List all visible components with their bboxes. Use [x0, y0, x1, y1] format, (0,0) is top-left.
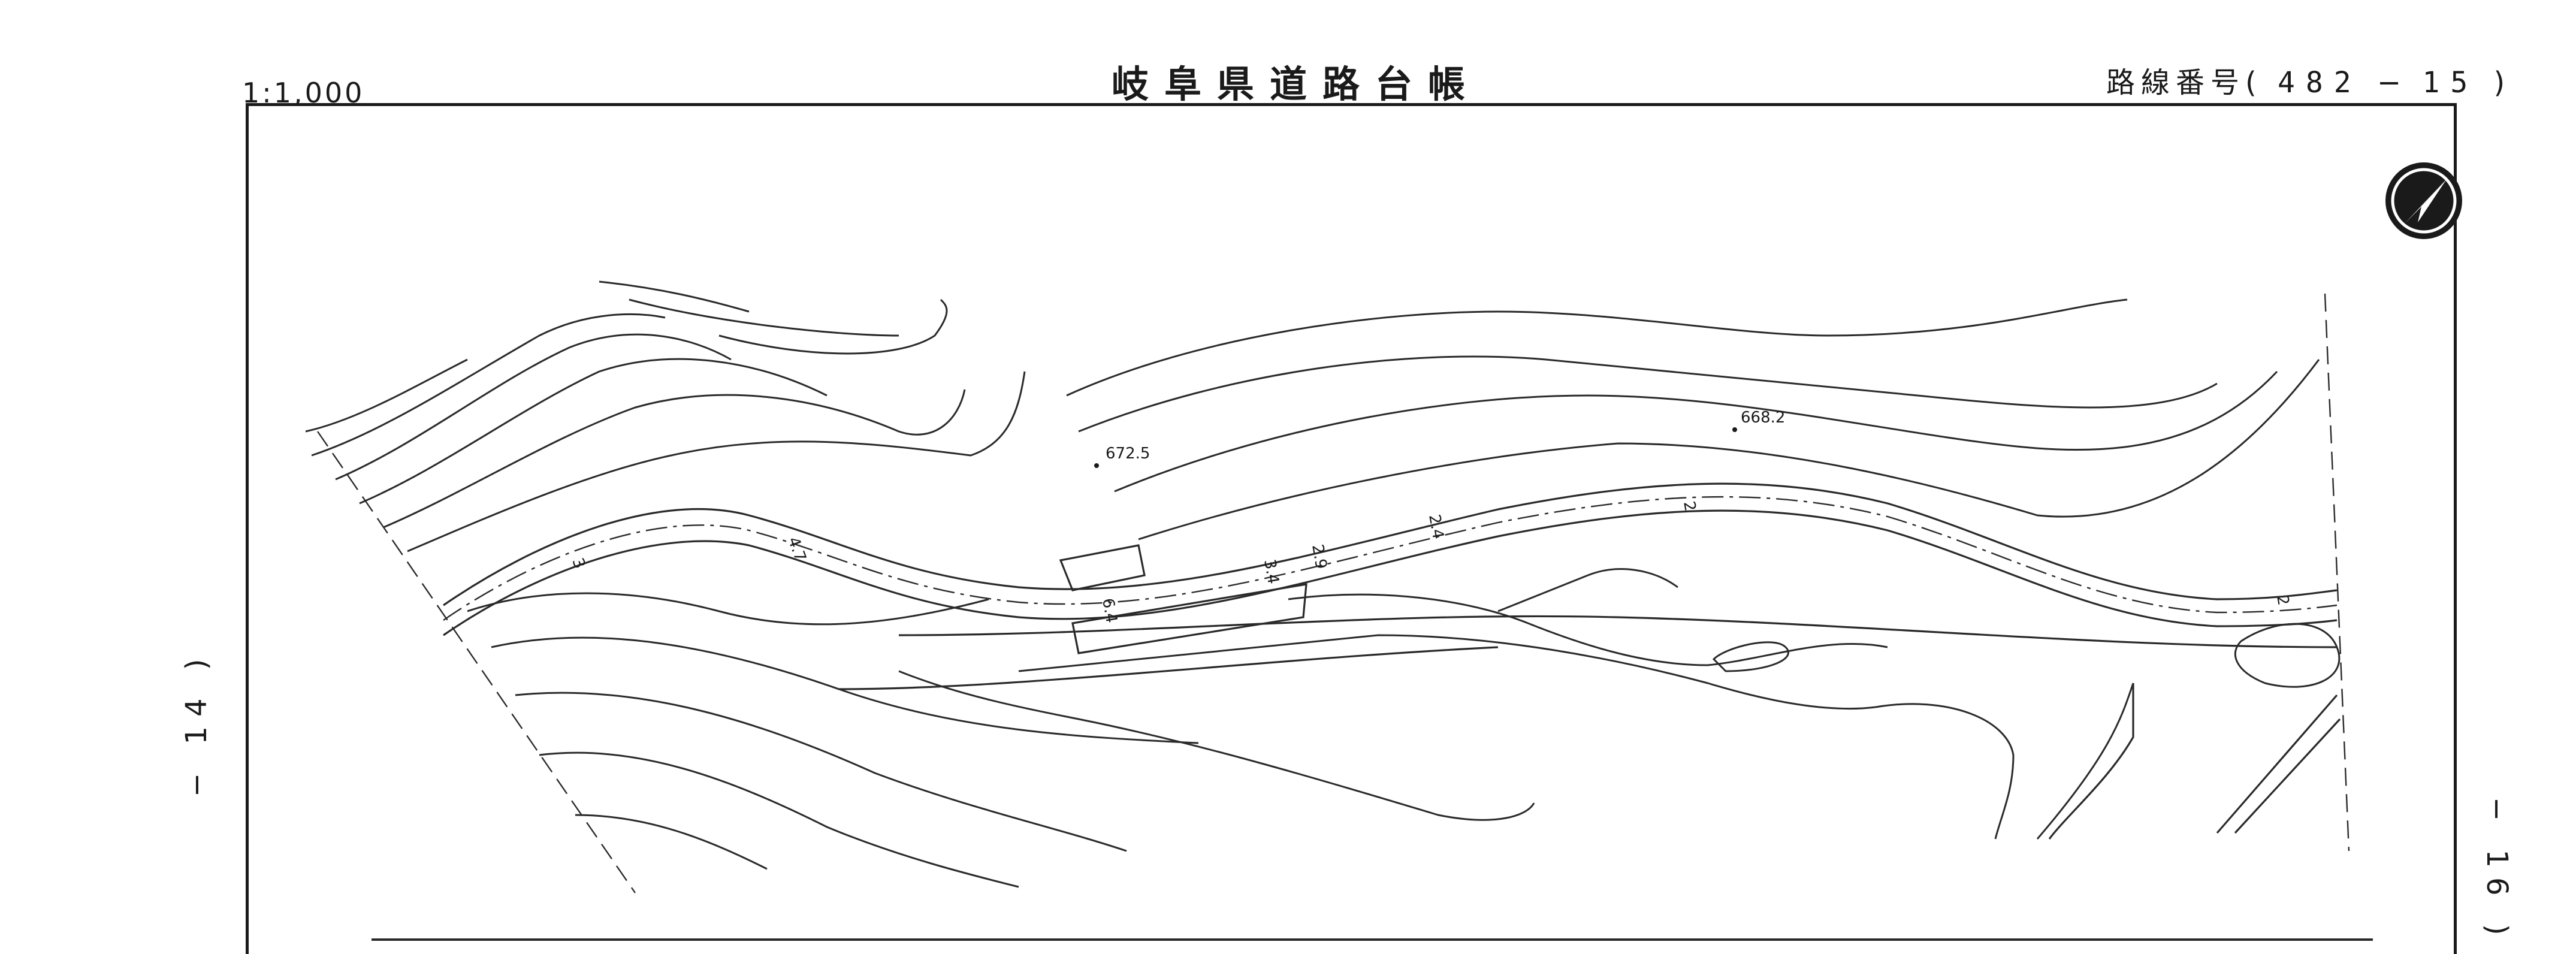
road-width-label: 2.9: [1308, 543, 1330, 570]
map-title: 岐阜県道路台帳: [1112, 62, 1481, 106]
spot-elevations: 672.5 668.2: [1094, 409, 1785, 468]
north-arrow-icon: [2385, 162, 2462, 239]
route-prefix: 路線番号(: [2106, 66, 2263, 99]
road-width-label: 3.4: [1260, 558, 1282, 585]
road-width-label: 3: [568, 556, 588, 571]
contour-lines: [305, 280, 2320, 553]
route-number: 路線番号( 482 − 15 ): [2106, 59, 2511, 101]
road-width-labels: 3 4.7 6.4 3.4 2.9 2.4 2 2: [568, 500, 2292, 624]
route-code: 482: [2278, 66, 2362, 99]
road-width-label: 2: [2273, 594, 2292, 607]
sheet-boundaries: [317, 293, 2350, 893]
road-width-label: 4.7: [784, 535, 809, 564]
sheet-number: 15: [2422, 66, 2479, 99]
map-frame: [246, 103, 2457, 954]
contour-lines-lower: [467, 568, 2341, 888]
elevation-label: 668.2: [1741, 409, 1785, 427]
road-width-label: 2: [1680, 500, 1699, 513]
road-width-label: 2.4: [1425, 513, 1447, 541]
route-suffix: ): [2493, 66, 2511, 99]
road-width-label: 6.4: [1098, 597, 1121, 624]
route-separator: −: [2376, 66, 2408, 99]
elevation-label: 672.5: [1106, 445, 1150, 463]
road: [443, 482, 2341, 840]
